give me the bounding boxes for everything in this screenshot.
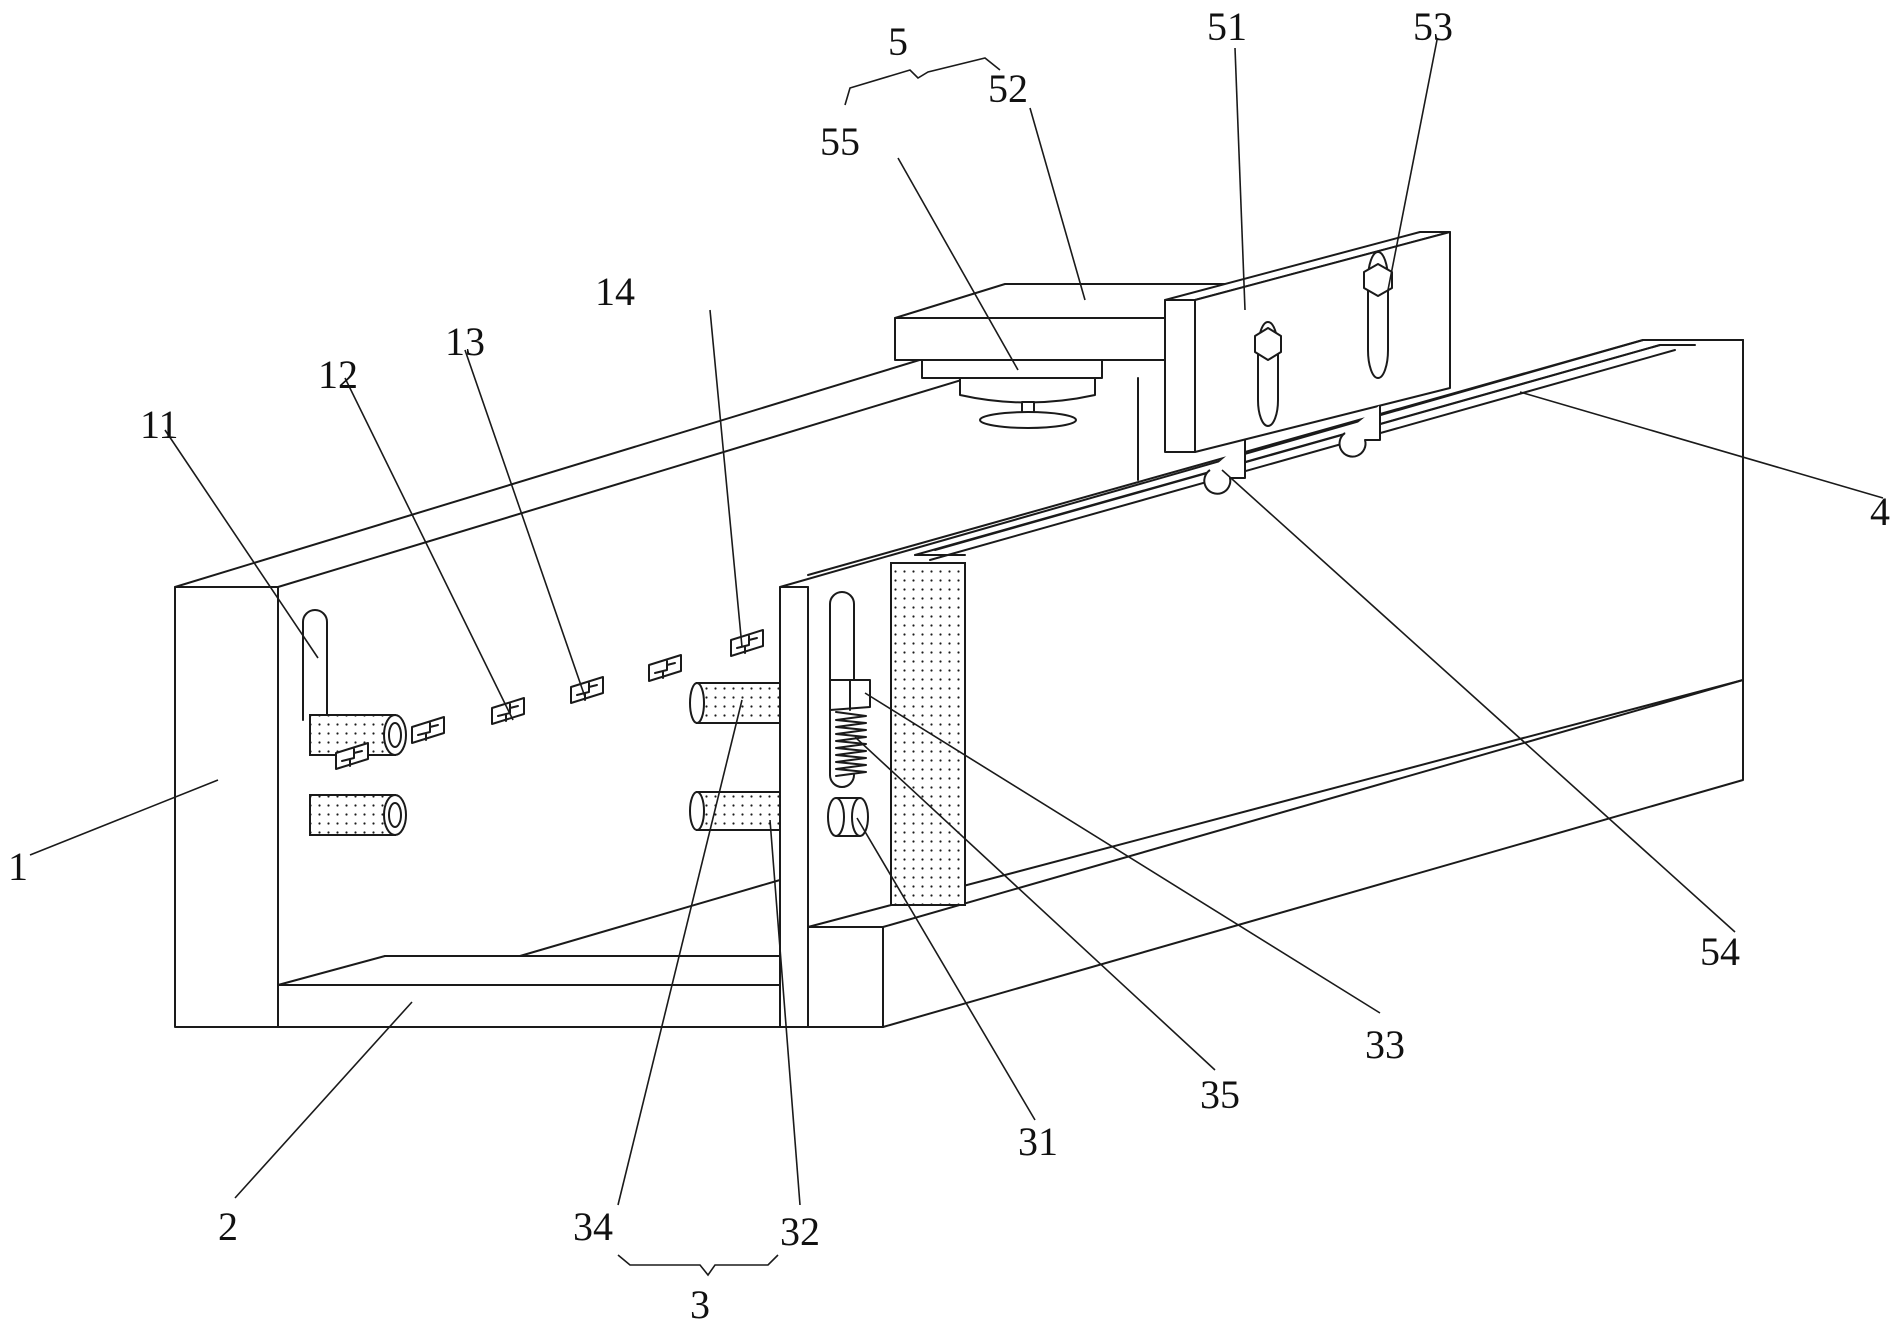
roller-lower-left bbox=[309, 794, 407, 836]
main-body-frame bbox=[174, 304, 1744, 1028]
label-55: 55 bbox=[820, 119, 860, 164]
hinge-icon bbox=[411, 716, 445, 744]
label-31: 31 bbox=[1018, 1119, 1058, 1164]
label-54: 54 bbox=[1700, 929, 1740, 974]
dotted-pad bbox=[890, 562, 966, 906]
label-11: 11 bbox=[140, 402, 179, 447]
labels: 1 11 12 13 14 2 3 31 32 33 34 35 4 5 51 … bbox=[8, 4, 1890, 1323]
rail-hook-54 bbox=[1203, 405, 1381, 495]
label-4: 4 bbox=[1870, 489, 1890, 534]
hinges bbox=[335, 629, 764, 770]
label-34: 34 bbox=[573, 1204, 613, 1249]
bolt-53-right bbox=[1363, 251, 1393, 379]
label-51: 51 bbox=[1207, 4, 1247, 49]
spring-35 bbox=[835, 711, 867, 777]
roller-32 bbox=[689, 791, 781, 831]
label-12: 12 bbox=[318, 352, 358, 397]
label-2: 2 bbox=[218, 1204, 238, 1249]
slider-block-33 bbox=[829, 679, 871, 711]
roller-34 bbox=[689, 682, 781, 724]
base-plate bbox=[277, 984, 781, 1028]
label-14: 14 bbox=[595, 269, 635, 314]
hinge-icon bbox=[335, 742, 369, 770]
label-52: 52 bbox=[988, 66, 1028, 111]
hinge-icon bbox=[730, 629, 764, 657]
leader-lines bbox=[29, 39, 1884, 1277]
label-35: 35 bbox=[1200, 1072, 1240, 1117]
left-end-block bbox=[174, 586, 279, 1028]
label-33: 33 bbox=[1365, 1022, 1405, 1067]
left-slot-11 bbox=[302, 609, 328, 721]
label-53: 53 bbox=[1413, 4, 1453, 49]
hinge-icon bbox=[570, 676, 604, 704]
label-1: 1 bbox=[8, 844, 28, 889]
label-32: 32 bbox=[780, 1209, 820, 1254]
bolt-53-left bbox=[1254, 321, 1282, 427]
label-3: 3 bbox=[690, 1282, 710, 1323]
label-13: 13 bbox=[445, 319, 485, 364]
rotary-head-55 bbox=[921, 359, 1103, 429]
right-slot bbox=[829, 591, 855, 788]
pin-31 bbox=[827, 797, 869, 837]
label-5: 5 bbox=[888, 19, 908, 64]
hinge-icon bbox=[648, 654, 682, 682]
